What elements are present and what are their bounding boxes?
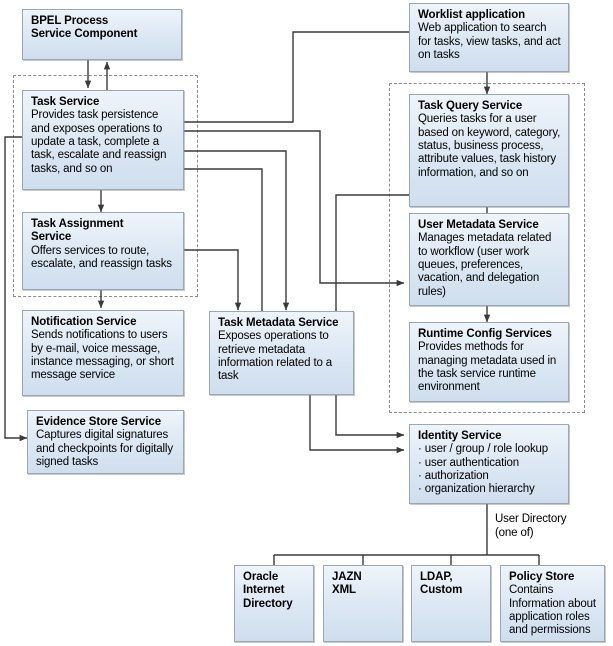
node-title: LDAP,	[420, 571, 453, 583]
user-directory-label: User Directory (one of)	[495, 513, 567, 539]
node-notification-service[interactable]: Notification Service Sends notifications…	[22, 310, 184, 396]
node-title: Task Service	[31, 96, 100, 108]
node-desc: Provides methods for managing metadata u…	[418, 341, 557, 394]
node-title: Evidence Store Service	[36, 416, 162, 428]
node-title: BPEL Process	[31, 15, 109, 27]
node-desc: Contains Information about application r…	[509, 584, 596, 637]
node-task-service[interactable]: Task Service Provides task persistence a…	[22, 90, 184, 190]
node-runtime-config-services[interactable]: Runtime Config Services Provides methods…	[409, 322, 569, 402]
node-title: Oracle	[243, 571, 279, 583]
node-evidence-store-service[interactable]: Evidence Store Service Captures digital …	[27, 410, 184, 474]
node-title: Worklist application	[418, 9, 526, 21]
node-worklist-application[interactable]: Worklist application Web application to …	[409, 3, 569, 72]
node-desc: Manages metadata related to workflow (us…	[418, 232, 552, 298]
node-title-line2: XML	[332, 584, 356, 597]
node-desc: Provides task persistence and exposes op…	[31, 109, 167, 175]
node-task-assignment-service[interactable]: Task Assignment Service Offers services …	[22, 212, 184, 290]
node-title: Task Assignment	[31, 218, 124, 230]
node-bullet-1: · user / group / role lookup	[418, 443, 549, 456]
node-desc: Offers services to route, escalate, and …	[31, 244, 172, 270]
node-title-line2: Service	[31, 231, 72, 244]
node-title: User Metadata Service	[418, 219, 539, 231]
node-title-line2: Custom	[420, 584, 463, 597]
node-oracle-internet-directory[interactable]: Oracle Internet Directory	[234, 565, 314, 642]
node-desc: Sends notifications to users by e-mail, …	[31, 329, 174, 382]
node-bullet-4: · organization hierarchy	[418, 483, 535, 496]
node-ldap-custom[interactable]: LDAP, Custom	[411, 565, 491, 642]
node-title-line2: Service Component	[31, 28, 138, 41]
node-title: Notification Service	[31, 316, 137, 328]
node-title-line2: Internet	[243, 584, 285, 597]
node-bullet-2: · user authentication	[418, 456, 520, 469]
node-bullet-3: · authorization	[418, 469, 489, 482]
node-user-metadata-service[interactable]: User Metadata Service Manages metadata r…	[409, 213, 569, 306]
node-title: Runtime Config Services	[418, 328, 552, 340]
node-task-query-service[interactable]: Task Query Service Queries tasks for a u…	[409, 94, 569, 207]
node-title: JAZN	[332, 571, 362, 583]
node-title: Task Query Service	[418, 100, 523, 112]
node-title: Policy Store	[509, 571, 575, 583]
node-bpel-process-service-component[interactable]: BPEL Process Service Component	[22, 9, 182, 60]
node-identity-service[interactable]: Identity Service · user / group / role l…	[409, 424, 569, 504]
node-jazn-xml[interactable]: JAZN XML	[323, 565, 403, 642]
node-policy-store[interactable]: Policy Store Contains Information about …	[500, 565, 605, 642]
node-desc: Captures digital signatures and checkpoi…	[36, 429, 173, 468]
node-title: Identity Service	[418, 430, 502, 442]
node-desc: Web application to search for tasks, vie…	[418, 22, 561, 61]
node-desc: Exposes operations to retrieve metadata …	[218, 330, 333, 383]
node-title-line3: Directory	[243, 597, 293, 610]
node-task-metadata-service[interactable]: Task Metadata Service Exposes operations…	[209, 311, 354, 395]
node-title: Task Metadata Service	[218, 317, 339, 329]
node-desc: Queries tasks for a user based on keywor…	[418, 113, 561, 179]
